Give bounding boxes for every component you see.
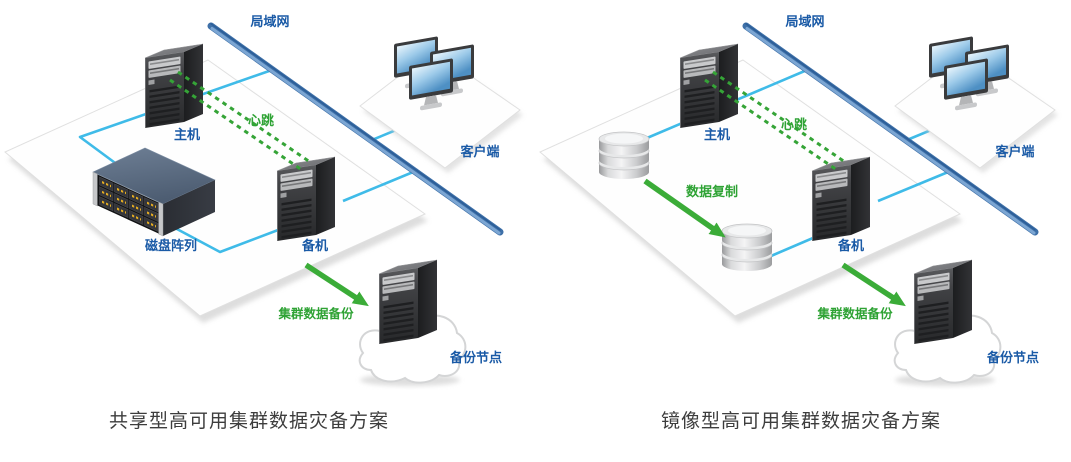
main-platform (539, 59, 963, 323)
standby-server (275, 155, 337, 243)
replica-database (721, 223, 773, 272)
client-platform (359, 49, 523, 173)
standby-server (810, 155, 872, 243)
heartbeat-label: 心跳 (248, 113, 274, 129)
standby-label: 备机 (301, 238, 328, 254)
storage-array-label: 磁盘阵列 (145, 238, 197, 254)
cluster-backup-label: 集群数据备份 (277, 306, 354, 321)
lan-line (207, 22, 504, 236)
diagram-mirror: 局域网 主机 心跳 备机 客户端 数据复制 集群数据备份 备份节点 镜像型高可用… (535, 0, 1071, 462)
backup-node-label: 备份节点 (449, 350, 502, 366)
data-replication-arrow (643, 178, 726, 238)
host-server (143, 42, 205, 130)
lan-label: 局域网 (250, 14, 289, 30)
client-label: 客户端 (460, 144, 499, 160)
lan-label: 局域网 (785, 14, 824, 30)
cluster-backup-label: 集群数据备份 (816, 306, 893, 321)
backup-node-label: 备份节点 (986, 350, 1039, 366)
lan-line (742, 22, 1039, 236)
data-replication-label: 数据复制 (686, 184, 738, 200)
client-label: 客户端 (995, 144, 1034, 160)
primary-database (598, 131, 650, 180)
cluster-backup-arrow (304, 262, 369, 307)
caption-mirror: 镜像型高可用集群数据灾备方案 (660, 410, 941, 432)
standby-label: 备机 (837, 238, 864, 254)
host-label: 主机 (174, 127, 200, 143)
backup-node-server (377, 258, 439, 346)
diagram-shared: 局域网 主机 心跳 备机 客户端 磁盘阵列 集群数据备份 备份节点 共享型高可用… (4, 14, 523, 432)
backup-node-server (912, 258, 974, 346)
host-label: 主机 (704, 127, 730, 143)
cluster-backup-arrow (841, 262, 906, 307)
client-platform (894, 49, 1058, 173)
heartbeat-label: 心跳 (781, 117, 807, 133)
host-server (678, 42, 740, 130)
caption-shared: 共享型高可用集群数据灾备方案 (108, 410, 389, 432)
